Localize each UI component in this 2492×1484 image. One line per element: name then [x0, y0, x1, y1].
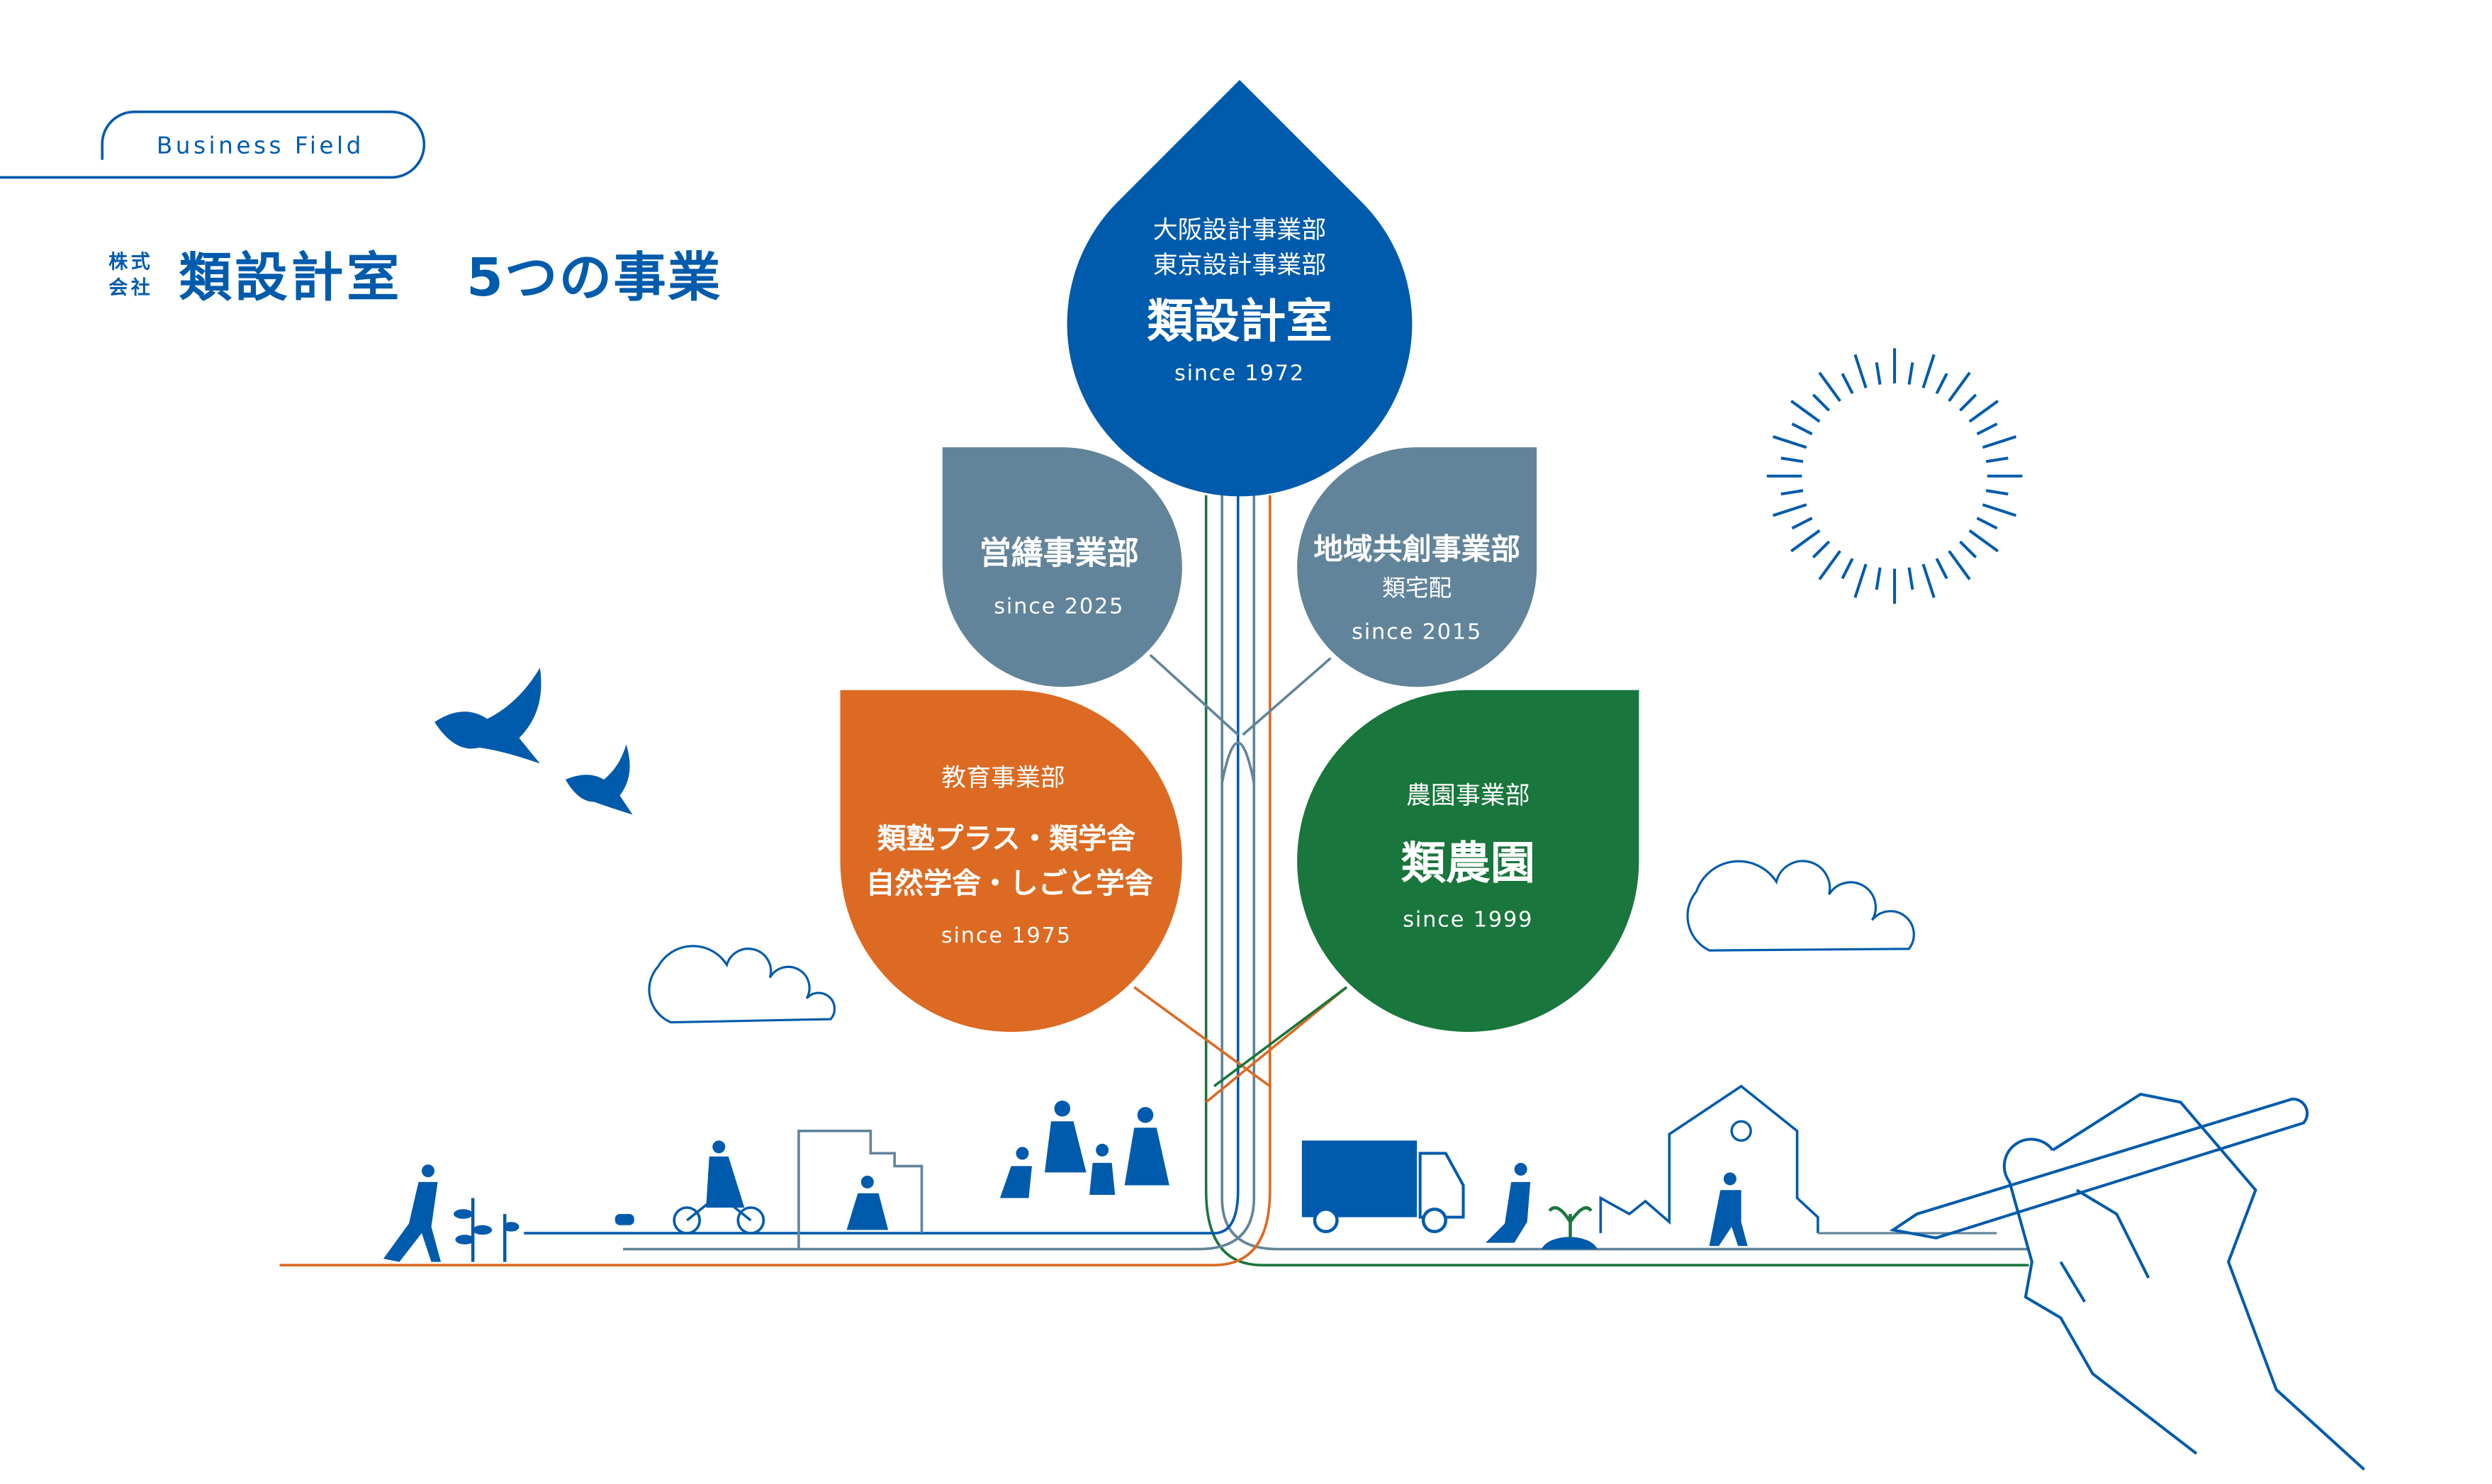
sun-ray: [1985, 489, 2009, 496]
education-line2: 自然学舎・しごと学舎: [866, 866, 1154, 900]
sun-ray: [1780, 456, 1804, 463]
leaf-farm-division: 農園事業部 類農園 since 1999: [1297, 690, 1639, 1033]
dog-icon: [614, 1214, 634, 1225]
person-icon: [706, 1156, 745, 1208]
education-line1: 類塾プラス・類学舎: [877, 821, 1136, 855]
sun-ray: [1948, 371, 1971, 403]
sun-ray: [1875, 567, 1882, 590]
sun-ray: [1968, 529, 1999, 553]
leaf-design-division: 大阪設計事業部 東京設計事業部 類設計室 since 1972: [1067, 79, 1413, 497]
sun-ray: [1772, 435, 1807, 449]
regional-sub: 類宅配: [1382, 575, 1452, 602]
farm-name: 類農園: [1401, 837, 1535, 889]
person-icon: [383, 1181, 442, 1262]
person-icon: [422, 1164, 435, 1178]
regional-name: 地域共創事業部: [1313, 532, 1520, 566]
sun-ray: [1921, 354, 1936, 389]
sun-ray: [1982, 503, 2017, 517]
sun-ray: [1982, 435, 2017, 449]
sun-ray: [1875, 362, 1882, 385]
sun-ray: [1907, 362, 1914, 385]
sun-ray: [1818, 371, 1841, 403]
sun-ray: [1853, 563, 1868, 598]
leaf-education-division: 教育事業部 類塾プラス・類学舎 自然学舎・しごと学舎 since 1975: [840, 690, 1182, 1033]
sun-ray: [1935, 373, 1948, 395]
sun-ray: [1841, 373, 1854, 395]
tree-stems: [279, 495, 2029, 1266]
maintenance-name: 営繕事業部: [980, 534, 1139, 572]
sun-ray: [1790, 400, 1821, 423]
design-tokyo: 東京設計事業部: [1153, 251, 1326, 279]
sun-ray: [1772, 503, 1807, 517]
cloud-icon: [1686, 860, 1915, 952]
birds-icon: [434, 668, 633, 815]
sun-ray: [1812, 393, 1831, 412]
sun-ray: [1818, 550, 1841, 580]
sun-ray: [1959, 393, 1977, 412]
sprout-icon: [1541, 1237, 1598, 1249]
sun-ray: [1921, 563, 1936, 598]
sun-ray: [1959, 540, 1977, 558]
farm-dept: 農園事業部: [1406, 782, 1530, 810]
sun-ray: [1791, 422, 1813, 436]
regional-since: since 2015: [1352, 620, 1482, 645]
sun-ray: [1853, 354, 1868, 389]
sun-icon: [1766, 348, 2023, 605]
design-since: since 1972: [1174, 361, 1305, 386]
clock-icon: [1730, 1120, 1752, 1142]
design-name: 類設計室: [1147, 295, 1332, 349]
farm-since: since 1999: [1403, 907, 1533, 932]
sun-ray: [1948, 550, 1971, 580]
ground-scene: [383, 1084, 1819, 1262]
cloud-icon: [648, 945, 836, 1024]
sun-ray: [1968, 400, 1999, 423]
leaf-regional-division: 地域共創事業部 類宅配 since 2015: [1297, 447, 1537, 687]
sun-ray: [1841, 558, 1854, 580]
sun-ray: [1812, 540, 1831, 558]
kabushiki-top: 株式: [108, 252, 153, 274]
school-house-outline: [1599, 1084, 1819, 1234]
sun-ray: [1985, 456, 2009, 463]
sun-ray: [1791, 517, 1813, 530]
sun-ray: [1935, 558, 1948, 580]
hand-drawing-icon: [1889, 1092, 2366, 1471]
sun-ray: [1976, 422, 1998, 436]
sun-ray: [1790, 529, 1821, 553]
company-name: 類設計室: [179, 247, 402, 308]
sun-ray: [1907, 567, 1914, 590]
business-field-badge: Business Field: [0, 111, 426, 179]
kabushiki-bottom: 会社: [108, 276, 153, 299]
badge-label: Business Field: [157, 132, 364, 159]
delivery-truck-icon: [1301, 1140, 1418, 1218]
farmer-icon: [1486, 1181, 1531, 1243]
page-title: 株式 会社 類設計室 5つの事業: [108, 247, 722, 308]
child-icon: [1709, 1190, 1748, 1247]
sun-ray: [1976, 517, 1998, 530]
education-dept: 教育事業部: [941, 764, 1065, 792]
leaf-maintenance-division: 営繕事業部 since 2025: [942, 447, 1182, 687]
building-outline: [797, 1130, 924, 1249]
design-osaka: 大阪設計事業部: [1153, 216, 1326, 244]
education-since: since 1975: [941, 923, 1072, 948]
reader-icon: [846, 1193, 889, 1230]
title-five-businesses: 5つの事業: [466, 247, 722, 308]
maintenance-since: since 2025: [994, 595, 1124, 619]
sun-ray: [1780, 489, 1804, 496]
